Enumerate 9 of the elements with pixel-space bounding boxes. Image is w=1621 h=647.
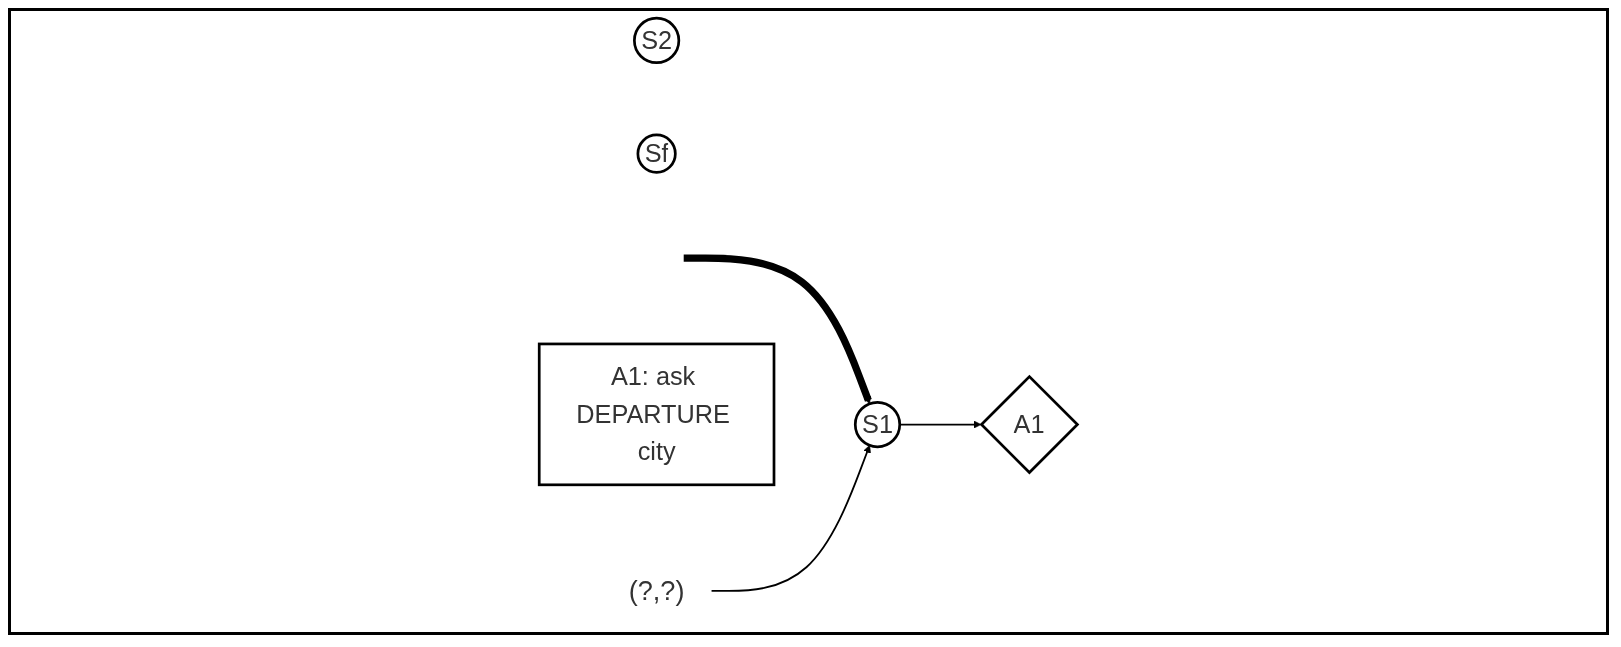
node-text: (?,?) xyxy=(628,576,685,606)
node-box: A1: ask DEPARTURE city xyxy=(538,342,776,487)
node-diamond: A1 xyxy=(979,374,1080,475)
arrow xyxy=(683,254,872,405)
node-circle: S1 xyxy=(854,400,902,449)
arrow xyxy=(710,445,871,592)
node-circle: S2 xyxy=(633,16,681,65)
arrow xyxy=(899,420,982,429)
node-circle: Sf xyxy=(636,133,677,174)
